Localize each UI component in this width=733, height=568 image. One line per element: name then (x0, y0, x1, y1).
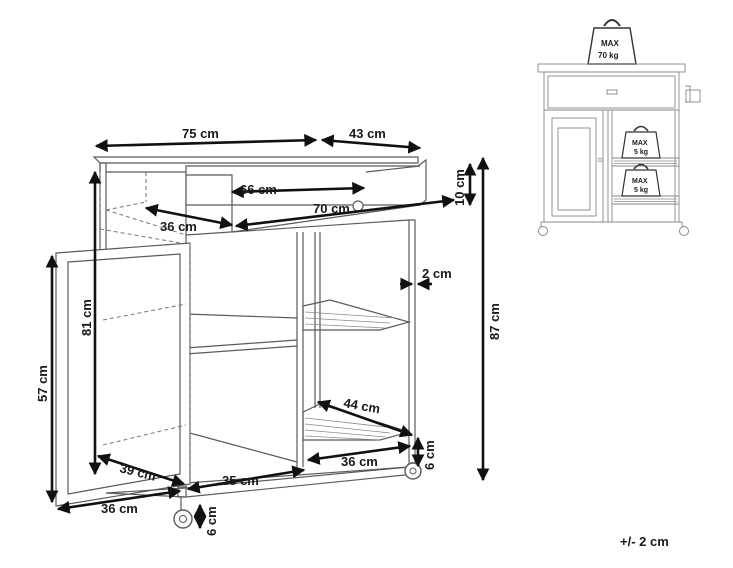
dimension-lines (45, 133, 490, 530)
top-weight-max: MAX (601, 39, 619, 48)
label-side-gap: 2 cm (422, 266, 452, 281)
label-shelf-depth: 44 cm (342, 395, 381, 416)
weight-icon-top: MAX 70 kg (587, 19, 637, 65)
weight-icon-shelf-2: MAX 5 kg (621, 163, 661, 197)
label-drawer-opening: 70 cm (313, 201, 350, 216)
dimension-labels: 75 cm 43 cm 66 cm 36 cm 70 cm 10 cm 2 cm… (35, 126, 502, 536)
label-door-width: 36 cm (101, 501, 138, 516)
label-shelf-width: 36 cm (341, 454, 378, 469)
tolerance-note: +/- 2 cm (620, 534, 669, 549)
label-door-height: 57 cm (35, 365, 50, 402)
label-top-width: 75 cm (182, 126, 219, 141)
load-capacity-diagram: MAX 70 kg MAX 5 kg (537, 19, 701, 236)
weight-icon-shelf-1: MAX 5 kg (621, 125, 661, 159)
label-drawer-depth: 36 cm (160, 219, 197, 234)
label-cabinet-width: 35 cm (222, 473, 259, 488)
label-wheel-height-right: 6 cm (422, 440, 437, 470)
shelf-1-weight-value: 5 kg (634, 149, 648, 156)
label-top-depth: 43 cm (349, 126, 386, 141)
label-total-height: 87 cm (487, 303, 502, 340)
shelf-2-weight-max: MAX (632, 178, 648, 185)
caster-wheel-left (173, 497, 193, 529)
label-wheel-height-left: 6 cm (204, 506, 219, 536)
label-drawer-width: 66 cm (240, 182, 277, 197)
shelf-2-weight-value: 5 kg (634, 187, 648, 194)
label-drawer-height: 10 cm (452, 169, 467, 206)
top-weight-value: 70 kg (598, 51, 619, 60)
label-inner-height: 81 cm (79, 299, 94, 336)
shelf-1-weight-max: MAX (632, 140, 648, 147)
